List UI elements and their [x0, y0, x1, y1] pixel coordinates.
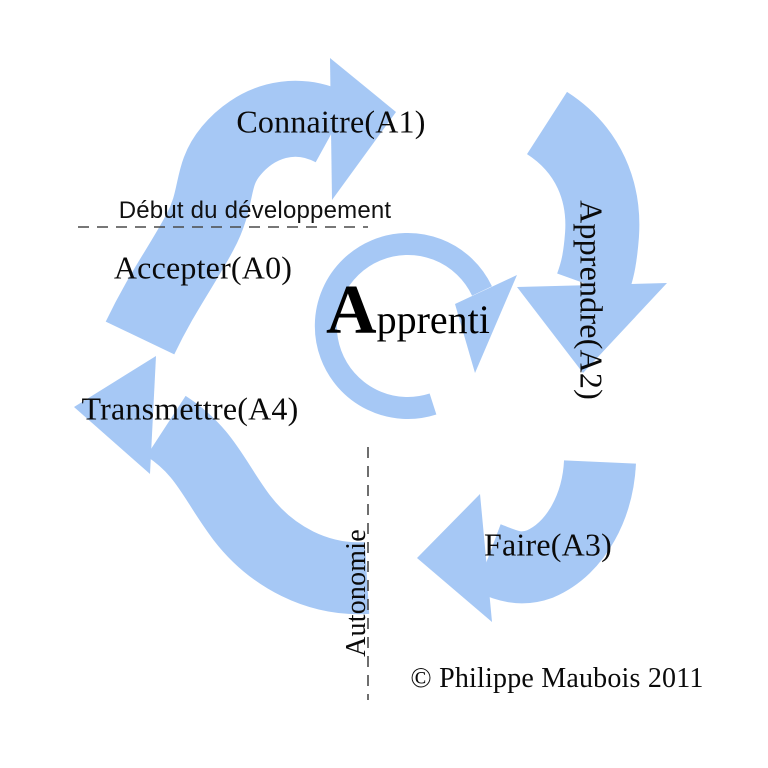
- arrow-band-transmettre: [145, 395, 370, 615]
- apprenti-rest: pprenti: [376, 297, 490, 342]
- arrowhead-transmettre: [74, 356, 156, 474]
- arrowhead-connaitre: [330, 58, 396, 200]
- label-debut-du-developpement: Début du développement: [118, 197, 392, 224]
- label-autonomie: Autonomie: [341, 529, 372, 657]
- label-connaitre-a1: Connaitre(A1): [236, 103, 426, 140]
- arrow-band-apprendre: [525, 91, 640, 299]
- center-cycle-ring: [314, 232, 492, 419]
- center-cycle-arrowhead: [455, 275, 517, 373]
- copyright-notice: © Philippe Maubois 2011: [410, 663, 704, 694]
- arrow-band-accepter-connaitre: [105, 80, 353, 355]
- arrowhead-apprendre: [517, 283, 667, 373]
- label-apprendre-a2: Apprendre(A2): [573, 200, 610, 400]
- arrow-band-faire: [474, 459, 636, 604]
- arrowhead-faire: [417, 494, 492, 622]
- label-transmettre-a4: Transmettre(A4): [81, 390, 299, 427]
- label-faire-a3: Faire(A3): [484, 526, 612, 563]
- label-accepter-a0: Accepter(A0): [113, 249, 293, 286]
- apprenti-dropcap: A: [326, 272, 377, 349]
